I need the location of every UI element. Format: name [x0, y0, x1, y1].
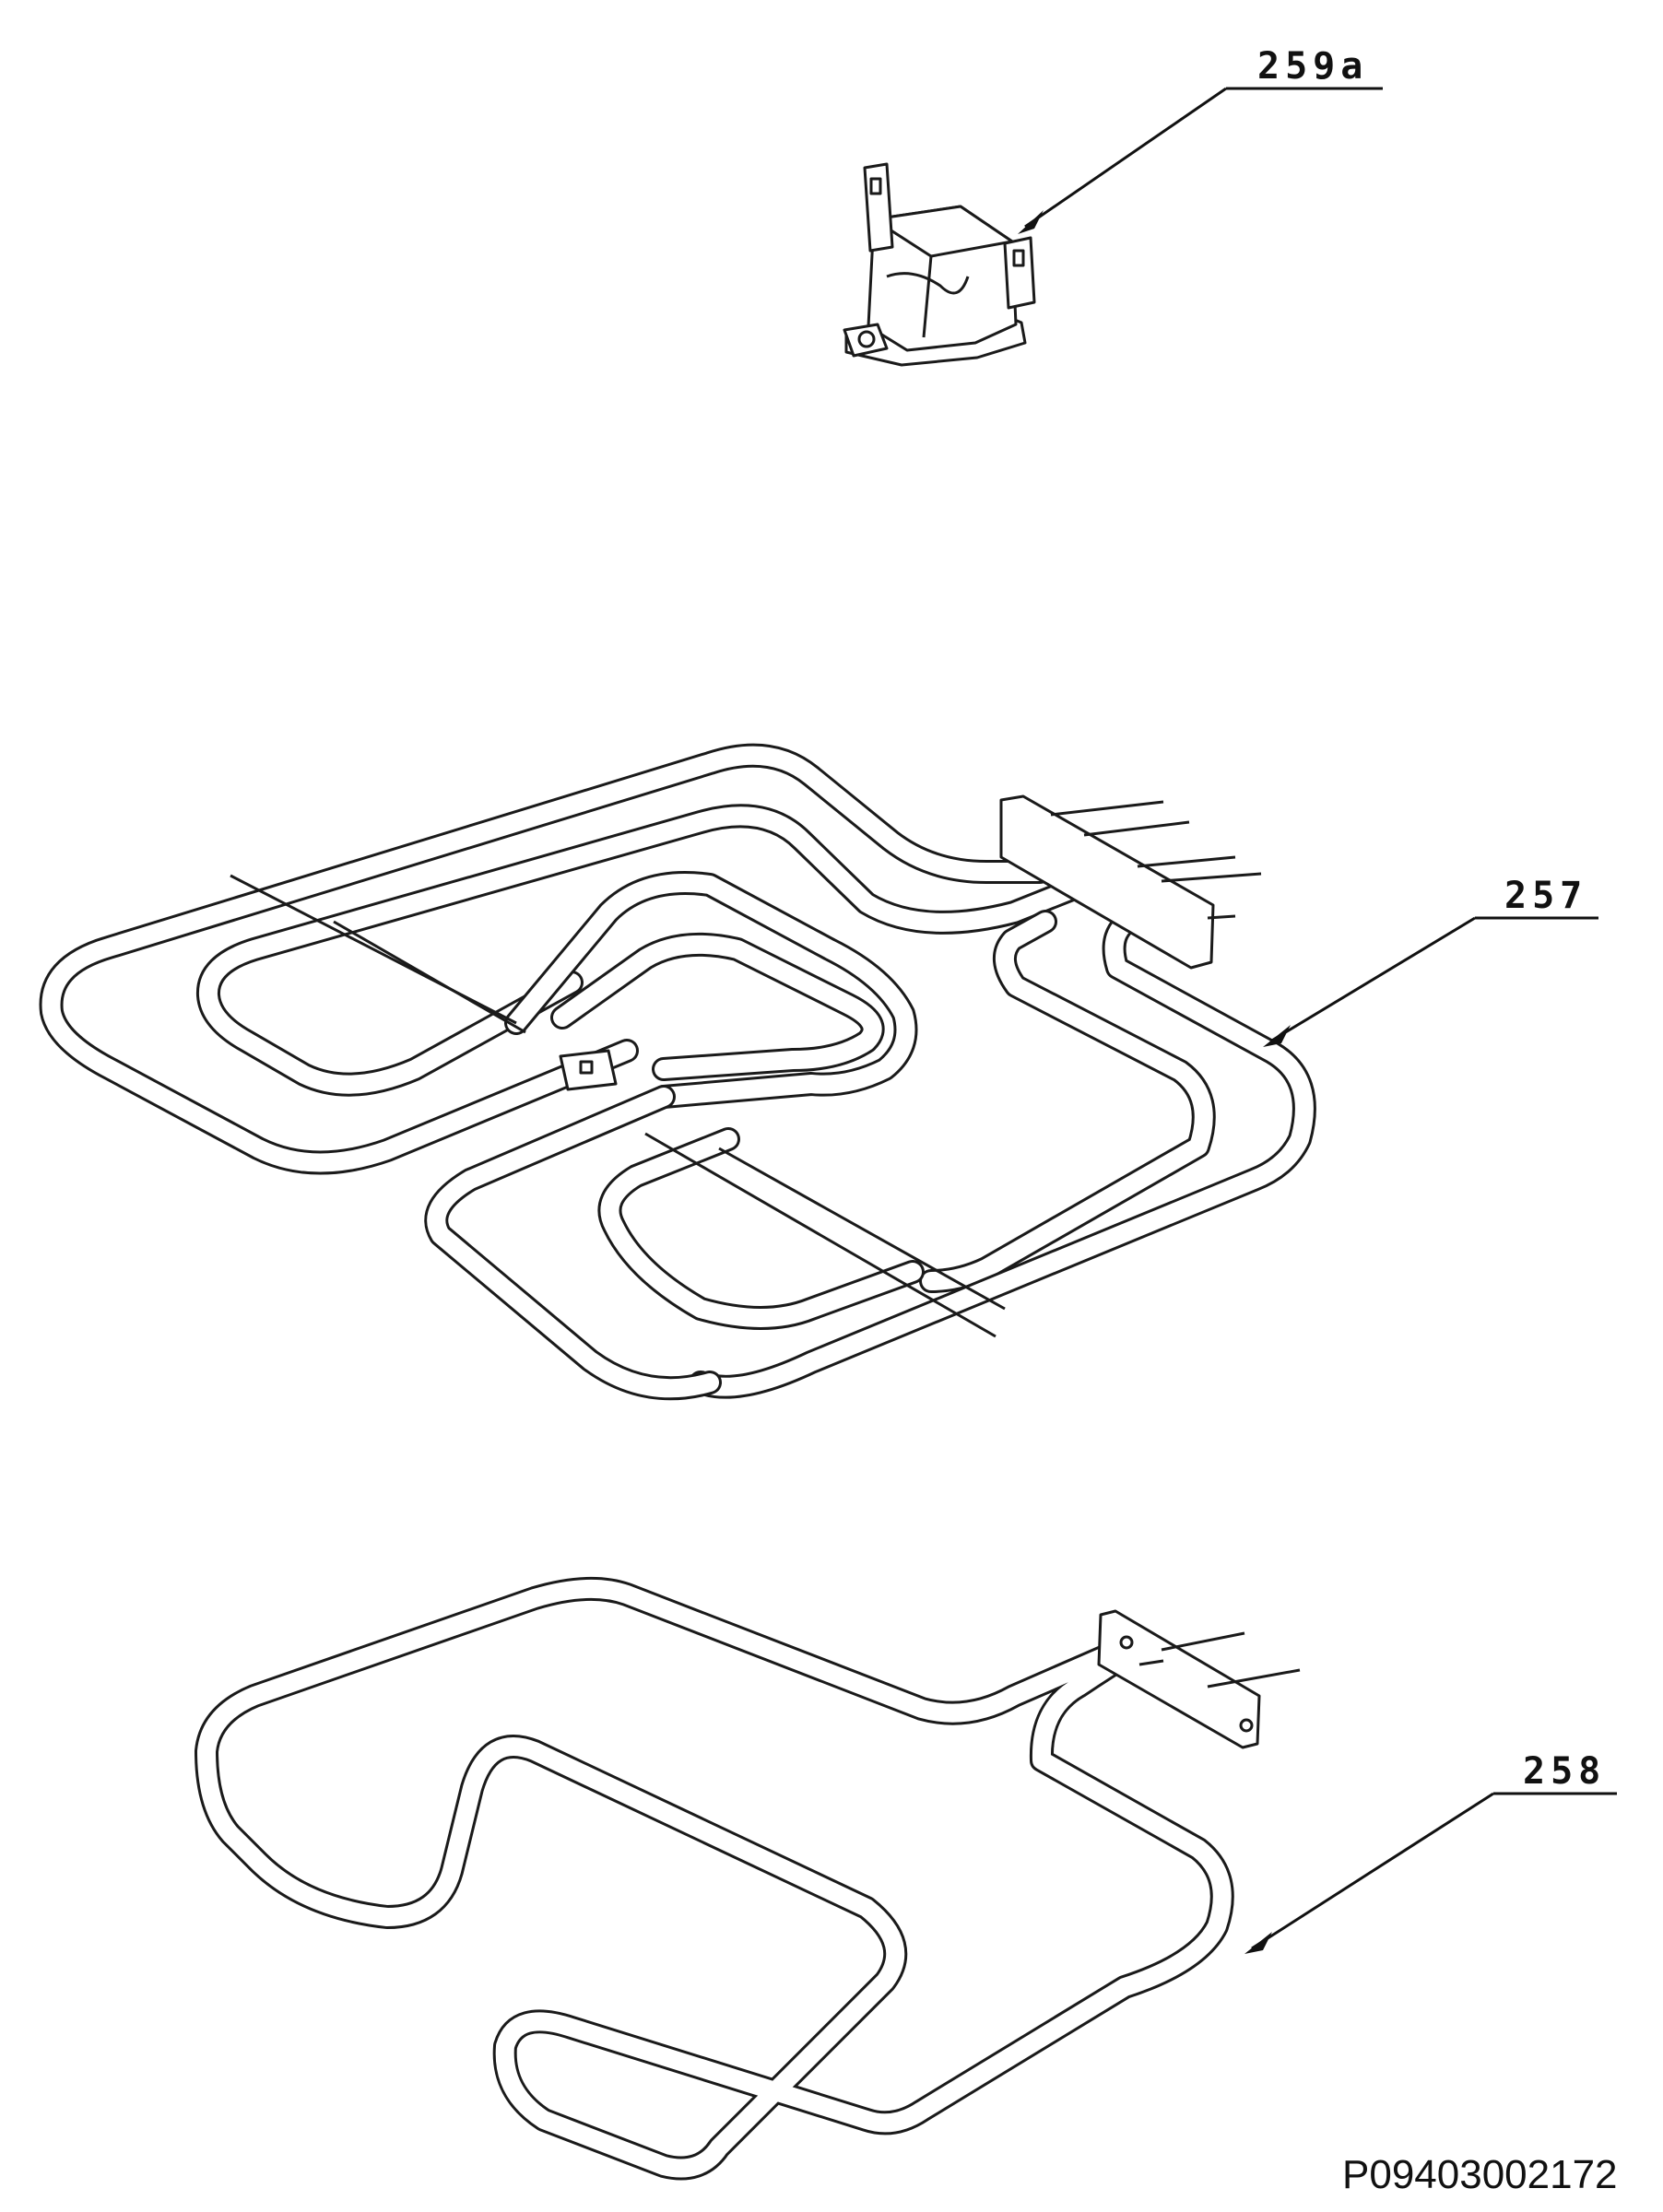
leader-258 [1244, 1792, 1617, 1954]
bottom-element-part [195, 1576, 1301, 2181]
grill-element-part [39, 743, 1316, 1401]
thermostat-part [843, 162, 1036, 367]
diagram-reference-code: P09403002172 [1342, 2152, 1618, 2197]
leader-259a [1018, 87, 1383, 234]
callout-label-259a: 259a [1257, 45, 1369, 88]
callout-label-257: 257 [1504, 875, 1588, 917]
callout-label-258: 258 [1523, 1750, 1607, 1793]
leader-257 [1263, 916, 1598, 1047]
